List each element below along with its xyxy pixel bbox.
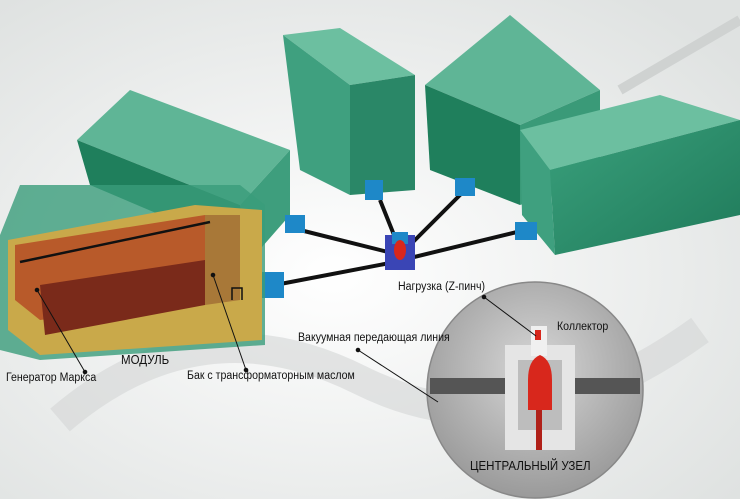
label-module: МОДУЛЬ <box>121 353 170 367</box>
label-load-z-pinch: Нагрузка (Z-пинч) <box>398 281 486 293</box>
central-node-inset <box>426 281 644 499</box>
central-node-load <box>385 232 415 270</box>
label-central-node: ЦЕНТРАЛЬНЫЙ УЗЕЛ <box>470 459 591 473</box>
label-vacuum-line: Вакуумная передающая линия <box>298 332 450 344</box>
module-box-2 <box>283 28 415 195</box>
label-marx-generator: Генератор Маркса <box>6 372 97 384</box>
leader-lines <box>34 272 537 403</box>
label-oil-tank: Бак с трансформаторным маслом <box>187 370 355 382</box>
connector-blocks <box>262 178 537 298</box>
label-collector: Коллектор <box>557 321 609 333</box>
module-tank <box>0 185 265 360</box>
module-box-4 <box>520 95 740 255</box>
